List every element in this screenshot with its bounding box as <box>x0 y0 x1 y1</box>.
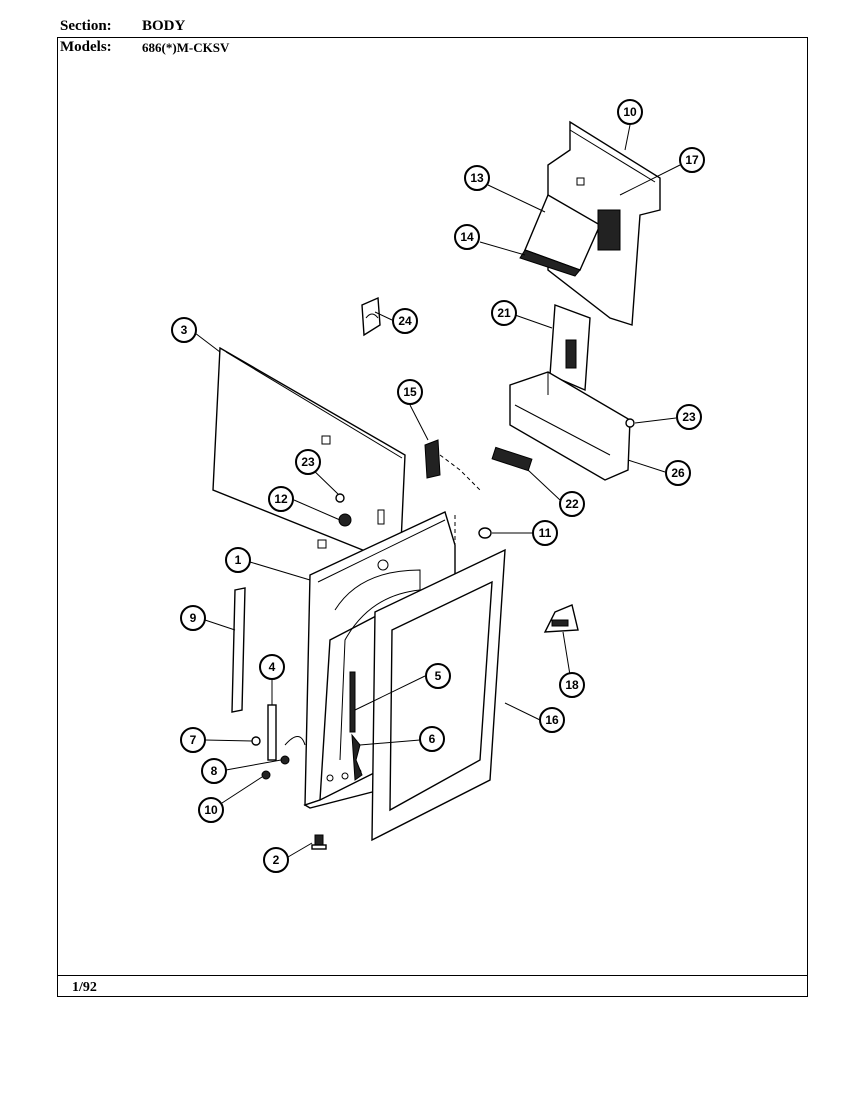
callout-label: 21 <box>497 306 511 320</box>
callout-label: 7 <box>190 733 197 747</box>
revision-date: 1/92 <box>72 980 97 995</box>
callout-10-top: 10 <box>617 99 643 125</box>
callout-3: 3 <box>171 317 197 343</box>
callout-6: 6 <box>419 726 445 752</box>
models-value: 686(*)M-CKSV <box>142 40 230 55</box>
part-screw-23-left <box>335 493 345 503</box>
part-duct-26 <box>509 371 631 481</box>
callout-7: 7 <box>180 727 206 753</box>
part-bracket-21 <box>549 304 591 392</box>
section-label: Section: <box>60 18 112 34</box>
callout-12: 12 <box>268 486 294 512</box>
callout-13: 17 <box>679 147 705 173</box>
callout-label: 13 <box>470 171 484 185</box>
part-switch-17 <box>424 439 481 545</box>
callout-label: 15 <box>403 385 417 399</box>
callout-8: 8 <box>201 758 227 784</box>
models-label: Models: <box>60 39 112 55</box>
callout-label: 2 <box>273 853 280 867</box>
callout-label: 14 <box>460 230 474 244</box>
callout-21: 21 <box>491 300 517 326</box>
callout-label: 12 <box>274 492 288 506</box>
callout-11: 11 <box>532 520 558 546</box>
callout-9: 9 <box>180 605 206 631</box>
callout-5: 5 <box>425 663 451 689</box>
callout-label: 11 <box>539 526 552 540</box>
diagram-frame <box>57 37 808 997</box>
callout-label: 10 <box>204 803 218 817</box>
callout-label: 26 <box>671 466 685 480</box>
callout-label: 17 <box>685 153 699 167</box>
part-hinge-bracket-14 <box>543 604 579 633</box>
callout-label: 6 <box>429 732 436 746</box>
callout-22: 22 <box>559 491 585 517</box>
callout-17: 15 <box>397 379 423 405</box>
callout-label: 3 <box>181 323 188 337</box>
callout-18: 16 <box>539 707 565 733</box>
callout-14: 18 <box>559 672 585 698</box>
callout-4: 4 <box>259 654 285 680</box>
section-value: BODY <box>142 18 186 34</box>
callout-label: 22 <box>565 497 579 511</box>
callout-24: 24 <box>392 308 418 334</box>
callout-23-left: 23 <box>295 449 321 475</box>
part-bumper-11 <box>478 527 492 539</box>
callout-label: 4 <box>269 660 276 674</box>
callout-label: 23 <box>301 455 315 469</box>
part-nut-8 <box>280 755 290 765</box>
part-foot-2 <box>311 834 327 850</box>
part-clip-24 <box>361 296 381 337</box>
callout-label: 24 <box>398 314 412 328</box>
callout-label: 18 <box>565 678 579 692</box>
callout-15: 13 <box>464 165 490 191</box>
callout-label: 5 <box>435 669 442 683</box>
callout-10-bottom: 10 <box>198 797 224 823</box>
callout-label: 1 <box>235 553 242 567</box>
callout-2: 2 <box>263 847 289 873</box>
part-fastener-12 <box>338 513 352 527</box>
callout-label: 8 <box>211 764 218 778</box>
part-door <box>371 548 506 842</box>
callout-label: 9 <box>190 611 197 625</box>
callout-label: 10 <box>623 105 637 119</box>
callout-16: 14 <box>454 224 480 250</box>
callout-label: 23 <box>682 410 696 424</box>
callout-1: 1 <box>225 547 251 573</box>
part-terminal-22 <box>491 446 533 472</box>
part-spring-6 <box>351 733 363 781</box>
callout-23-right: 23 <box>676 404 702 430</box>
part-vent-assembly <box>519 120 661 326</box>
part-washer-10 <box>261 770 271 780</box>
part-screw-23-right <box>625 418 635 428</box>
footer-divider <box>57 975 808 976</box>
part-hinge-plate-9 <box>231 587 246 713</box>
part-screw-7 <box>251 736 261 746</box>
part-latch-4 <box>267 704 306 761</box>
part-bar-5 <box>349 671 356 733</box>
callout-label: 16 <box>545 713 559 727</box>
callout-26: 26 <box>665 460 691 486</box>
